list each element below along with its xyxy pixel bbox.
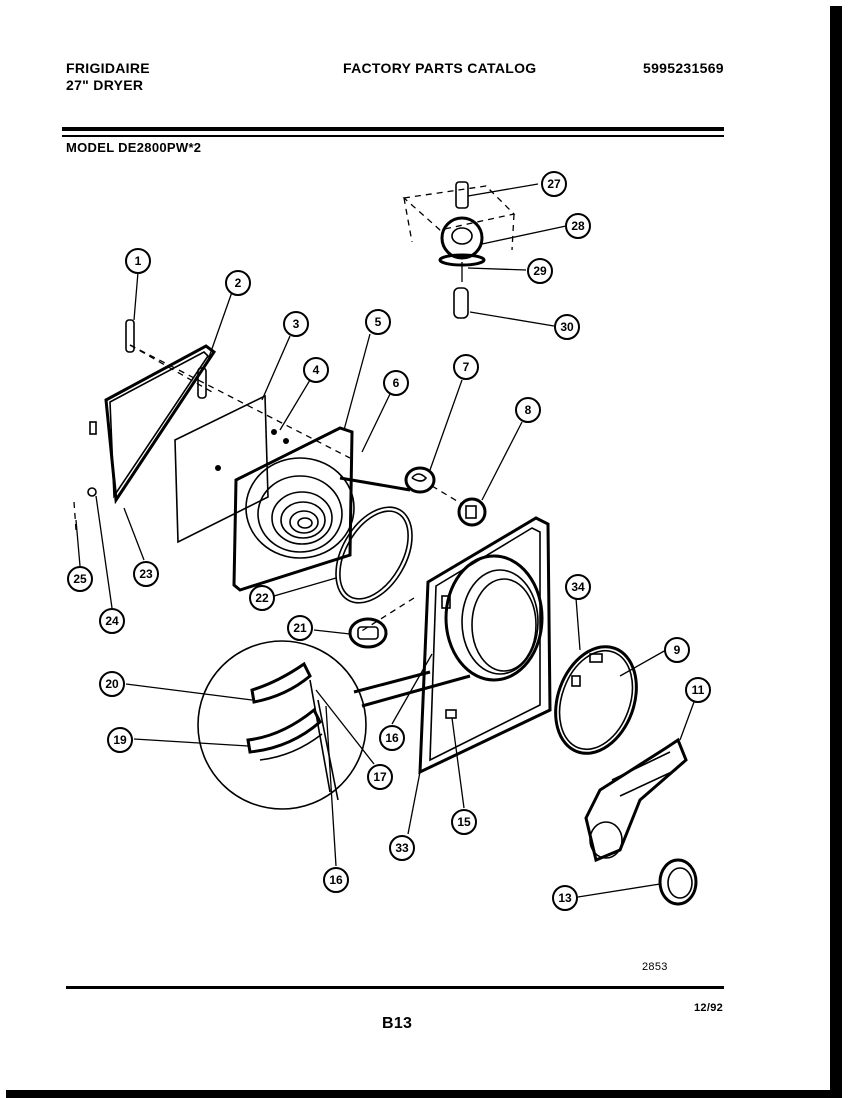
part-door-catch	[404, 466, 436, 494]
svg-text:6: 6	[393, 376, 400, 390]
callout-8: 8	[515, 397, 541, 423]
svg-text:28: 28	[571, 219, 585, 233]
callout-11: 11	[685, 677, 711, 703]
svg-text:3: 3	[293, 317, 300, 331]
page-number: B13	[382, 1015, 413, 1032]
callout-27: 27	[541, 171, 567, 197]
svg-text:1: 1	[135, 254, 142, 268]
svg-text:11: 11	[692, 683, 705, 697]
callout-16a: 16	[379, 725, 405, 751]
part-bushing-ring	[658, 858, 698, 906]
callout-29: 29	[527, 258, 553, 284]
callout-1: 1	[125, 248, 151, 274]
callout-24: 24	[99, 608, 125, 634]
callout-20: 20	[99, 671, 125, 697]
svg-text:7: 7	[463, 360, 470, 374]
svg-text:4: 4	[313, 363, 320, 377]
drawing-number: 2853	[642, 961, 668, 973]
callout-34: 34	[565, 574, 591, 600]
svg-text:5: 5	[375, 315, 382, 329]
svg-text:15: 15	[457, 815, 471, 829]
callout-30: 30	[554, 314, 580, 340]
svg-text:2: 2	[235, 276, 242, 290]
svg-text:9: 9	[674, 643, 681, 657]
svg-text:29: 29	[533, 264, 547, 278]
part-front-panel	[359, 516, 552, 775]
callout-23: 23	[133, 561, 159, 587]
callouts: 1 2 3 4 5 6 7 8 9 11 13 15 16 16 17 18 1…	[67, 171, 711, 911]
callout-3: 3	[283, 311, 309, 337]
footer-rule	[66, 986, 724, 989]
callout-17: 17	[367, 764, 393, 790]
page-frame	[6, 6, 842, 1098]
header-rule-thick	[62, 127, 724, 131]
revision-date: 12/92	[694, 1002, 724, 1014]
callout-28: 28	[565, 213, 591, 239]
svg-text:22: 22	[255, 591, 269, 605]
catalog-title: FACTORY PARTS CATALOG	[343, 60, 537, 76]
model-label: MODEL DE2800PW*2	[66, 140, 202, 155]
catalog-number: 5995231569	[643, 60, 724, 76]
svg-text:16: 16	[385, 731, 399, 745]
svg-text:24: 24	[105, 614, 119, 628]
callout-4: 4	[303, 357, 329, 383]
svg-text:30: 30	[560, 320, 574, 334]
callout-15: 15	[451, 809, 477, 835]
header-rule-thin	[62, 135, 724, 137]
svg-text:16: 16	[329, 873, 343, 887]
callout-7: 7	[453, 354, 479, 380]
svg-text:21: 21	[293, 621, 307, 635]
callout-33: 33	[389, 835, 415, 861]
part-door-liner	[174, 394, 269, 544]
detail-circle-hinge	[197, 640, 471, 810]
svg-text:19: 19	[113, 733, 127, 747]
callout-9: 9	[664, 637, 690, 663]
product-label: 27" DRYER	[66, 77, 144, 93]
svg-text:25: 25	[73, 572, 87, 586]
part-inner-door	[232, 426, 411, 592]
callout-6: 6	[383, 370, 409, 396]
svg-text:13: 13	[558, 891, 572, 905]
leader-lines	[75, 183, 695, 898]
part-lamp-assembly	[402, 181, 516, 319]
svg-text:23: 23	[139, 567, 153, 581]
part-door-outer-panel	[89, 344, 217, 505]
callout-16b: 16	[323, 867, 349, 893]
svg-text:33: 33	[395, 841, 409, 855]
brand-label: FRIGIDAIRE	[66, 60, 150, 76]
part-lint-duct	[584, 737, 688, 863]
part-door-strike	[457, 497, 487, 527]
part-door-switch	[348, 617, 388, 649]
svg-text:20: 20	[105, 677, 119, 691]
callout-22: 22	[249, 585, 275, 611]
callout-2: 2	[225, 270, 251, 296]
callout-21: 21	[287, 615, 313, 641]
callout-5: 5	[365, 309, 391, 335]
callout-19: 19	[107, 727, 133, 753]
svg-text:34: 34	[571, 580, 585, 594]
svg-text:27: 27	[547, 177, 561, 191]
svg-text:8: 8	[525, 403, 532, 417]
svg-text:17: 17	[373, 770, 387, 784]
part-front-seal-ring	[554, 645, 638, 755]
callout-25: 25	[67, 566, 93, 592]
part-door-gasket	[335, 506, 413, 604]
callout-13: 13	[552, 885, 578, 911]
